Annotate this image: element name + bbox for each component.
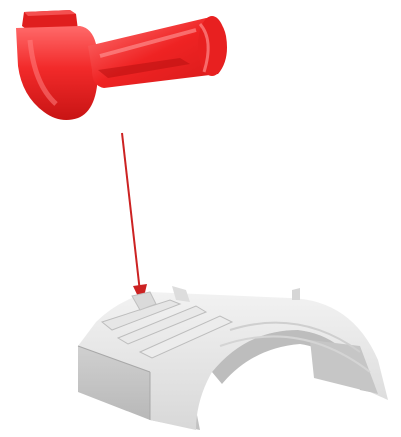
handle-elbow (16, 26, 98, 120)
assembly-arrow (122, 133, 147, 305)
arrow-shaft (122, 133, 140, 292)
grey-base-part (78, 286, 388, 430)
red-handle-part (16, 10, 227, 120)
